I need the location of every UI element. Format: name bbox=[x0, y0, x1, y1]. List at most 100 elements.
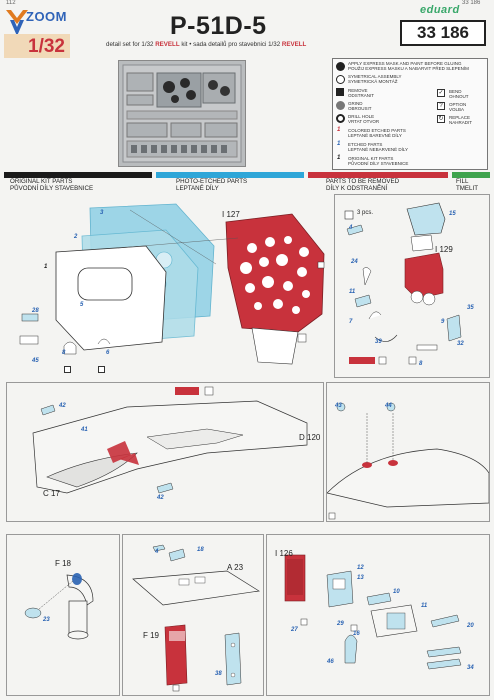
part-number: 3 bbox=[100, 210, 104, 216]
kit-part-label: I 126 bbox=[275, 549, 293, 558]
part-number: 8 bbox=[62, 350, 66, 356]
part-number: 27 bbox=[291, 627, 298, 633]
legend-text: LEPTANÉ BAREVNÉ DÍLY bbox=[348, 133, 402, 138]
check-box bbox=[64, 366, 71, 373]
legend-text: OPTION bbox=[449, 102, 467, 107]
key-swatch-remove bbox=[308, 172, 448, 178]
step-control-column: F 18 23 bbox=[6, 534, 120, 696]
kit-number: 33 186 bbox=[400, 20, 486, 46]
legend-text: DRILL HOLE bbox=[348, 114, 375, 119]
part-number: 41 bbox=[81, 427, 88, 433]
part-number: 10 bbox=[393, 589, 400, 595]
legend-text: SYMETRICKÁ MONTÁŽ bbox=[348, 79, 398, 84]
part-number: 7 bbox=[349, 319, 353, 325]
fuselage-detail-diagram bbox=[326, 402, 490, 520]
panel-assembly-diagram bbox=[344, 202, 462, 365]
legend-text: NAHRADIT bbox=[449, 120, 473, 125]
kit-part-icon: 1 bbox=[337, 155, 341, 161]
part-number: 45 bbox=[32, 358, 39, 364]
part-number: 11 bbox=[349, 289, 356, 295]
kit-part-label: I 127 bbox=[222, 210, 240, 219]
part-number: 34 bbox=[467, 665, 474, 671]
part-number: 9 bbox=[441, 319, 445, 325]
scale-label: 1/32 bbox=[28, 36, 65, 57]
legend-text: REPLACE bbox=[449, 115, 471, 120]
legend-text: ETCHED PARTS bbox=[348, 142, 383, 147]
part-number: 20 bbox=[467, 623, 474, 629]
brand-logo: eduard bbox=[420, 4, 460, 16]
fret-drawing bbox=[122, 64, 242, 163]
kit-title: P-51D-5 bbox=[170, 12, 267, 40]
cockpit-floor-diagram bbox=[32, 386, 308, 494]
step-radio-box: I 126 12 13 10 27 29 16 11 46 20 34 bbox=[266, 534, 490, 696]
legend-text: APPLY EXPRESS MASK AND PAINT BEFORE GLUI… bbox=[348, 61, 462, 66]
part-number: 5 bbox=[80, 302, 84, 308]
part-number: 4 bbox=[155, 549, 159, 555]
part-number: 38 bbox=[215, 671, 222, 677]
legend-text: GRIND bbox=[348, 101, 363, 106]
grind-icon bbox=[336, 101, 345, 110]
quantity-label: 3 pcs. bbox=[357, 210, 374, 216]
part-number: 2 bbox=[74, 234, 78, 240]
check-box bbox=[98, 366, 105, 373]
etched-icon: 1 bbox=[337, 141, 341, 147]
part-number: 12 bbox=[357, 565, 364, 571]
kit-part-label: D 120 bbox=[299, 433, 321, 442]
part-number: 42 bbox=[59, 403, 66, 409]
legend-text: SYMETRICAL ASSEMBLY bbox=[348, 74, 402, 79]
key-swatch-pe bbox=[156, 172, 304, 178]
kit-part-label: A 23 bbox=[227, 563, 244, 572]
step-cockpit-floor: C 17 42 41 42 bbox=[6, 382, 324, 522]
kit-part-label: I 129 bbox=[435, 245, 453, 254]
part-number: 42 bbox=[157, 495, 164, 501]
part-number: 13 bbox=[357, 575, 364, 581]
legend-text: ORIGINAL KIT PARTS bbox=[348, 156, 394, 161]
step-fuselage-detail: D 120 43 44 bbox=[299, 382, 490, 522]
kit-part-label-2: F 19 bbox=[143, 631, 160, 640]
paint-mask-icon bbox=[336, 62, 345, 71]
drill-icon bbox=[336, 114, 345, 123]
control-column-diagram bbox=[24, 573, 94, 640]
part-number: 8 bbox=[419, 361, 423, 367]
legend-text: ODSTRANIT bbox=[348, 93, 375, 98]
part-number: 24 bbox=[351, 259, 358, 265]
legend-text: PŮVODNÍ DÍLY STAVEBNICE bbox=[348, 161, 409, 166]
kit-subtitle: detail set for 1/32 REVELL kit • sada de… bbox=[106, 41, 307, 48]
legend-text: VOLBA bbox=[449, 107, 465, 112]
bend-icon: ✓ bbox=[437, 89, 445, 97]
remove-icon bbox=[336, 88, 344, 96]
part-number: 29 bbox=[337, 621, 344, 627]
part-number: 46 bbox=[327, 659, 334, 665]
legend-text: REMOVE bbox=[348, 88, 368, 93]
kit-part-label: F 18 bbox=[55, 559, 72, 568]
replace-icon: ↻ bbox=[437, 115, 445, 123]
part-number: 43 bbox=[335, 403, 342, 409]
legend-text: OBROUSIT bbox=[348, 106, 372, 111]
part-number: 11 bbox=[421, 603, 428, 609]
seat-pan-diagram bbox=[132, 544, 260, 692]
key-swatch-fill bbox=[452, 172, 490, 178]
zoom-label: ZOOM bbox=[26, 9, 67, 24]
part-number: 23 bbox=[43, 617, 50, 623]
legend-text: POUŽIJ EXPRESS MASKU A NABARVIT PŘED SLE… bbox=[348, 66, 469, 71]
step-instrument-panel: I 127 3 2 1 28 45 8 6 5 bbox=[6, 196, 328, 378]
part-number: 44 bbox=[385, 403, 392, 409]
legend-text: VRTAT OTVOR bbox=[348, 119, 380, 124]
colored-etched-icon: 1 bbox=[337, 127, 341, 133]
part-number: 15 bbox=[449, 211, 456, 217]
part-number: 35 bbox=[467, 305, 474, 311]
page-number-right: 33 186 bbox=[462, 0, 481, 6]
step-panel-assembly: 3 pcs. I 129 4 15 24 11 35 7 39 9 32 8 bbox=[334, 194, 490, 378]
part-number: 4 bbox=[349, 225, 353, 231]
part-number: 1 bbox=[44, 264, 48, 270]
scale-badge bbox=[4, 34, 70, 58]
legend-text: COLORED ETCHED PARTS bbox=[348, 128, 406, 133]
step-seat-pan: A 23 F 19 4 18 38 bbox=[122, 534, 264, 696]
zoom-logo-icon bbox=[6, 10, 28, 36]
photo-etched-fret-image bbox=[118, 60, 246, 167]
